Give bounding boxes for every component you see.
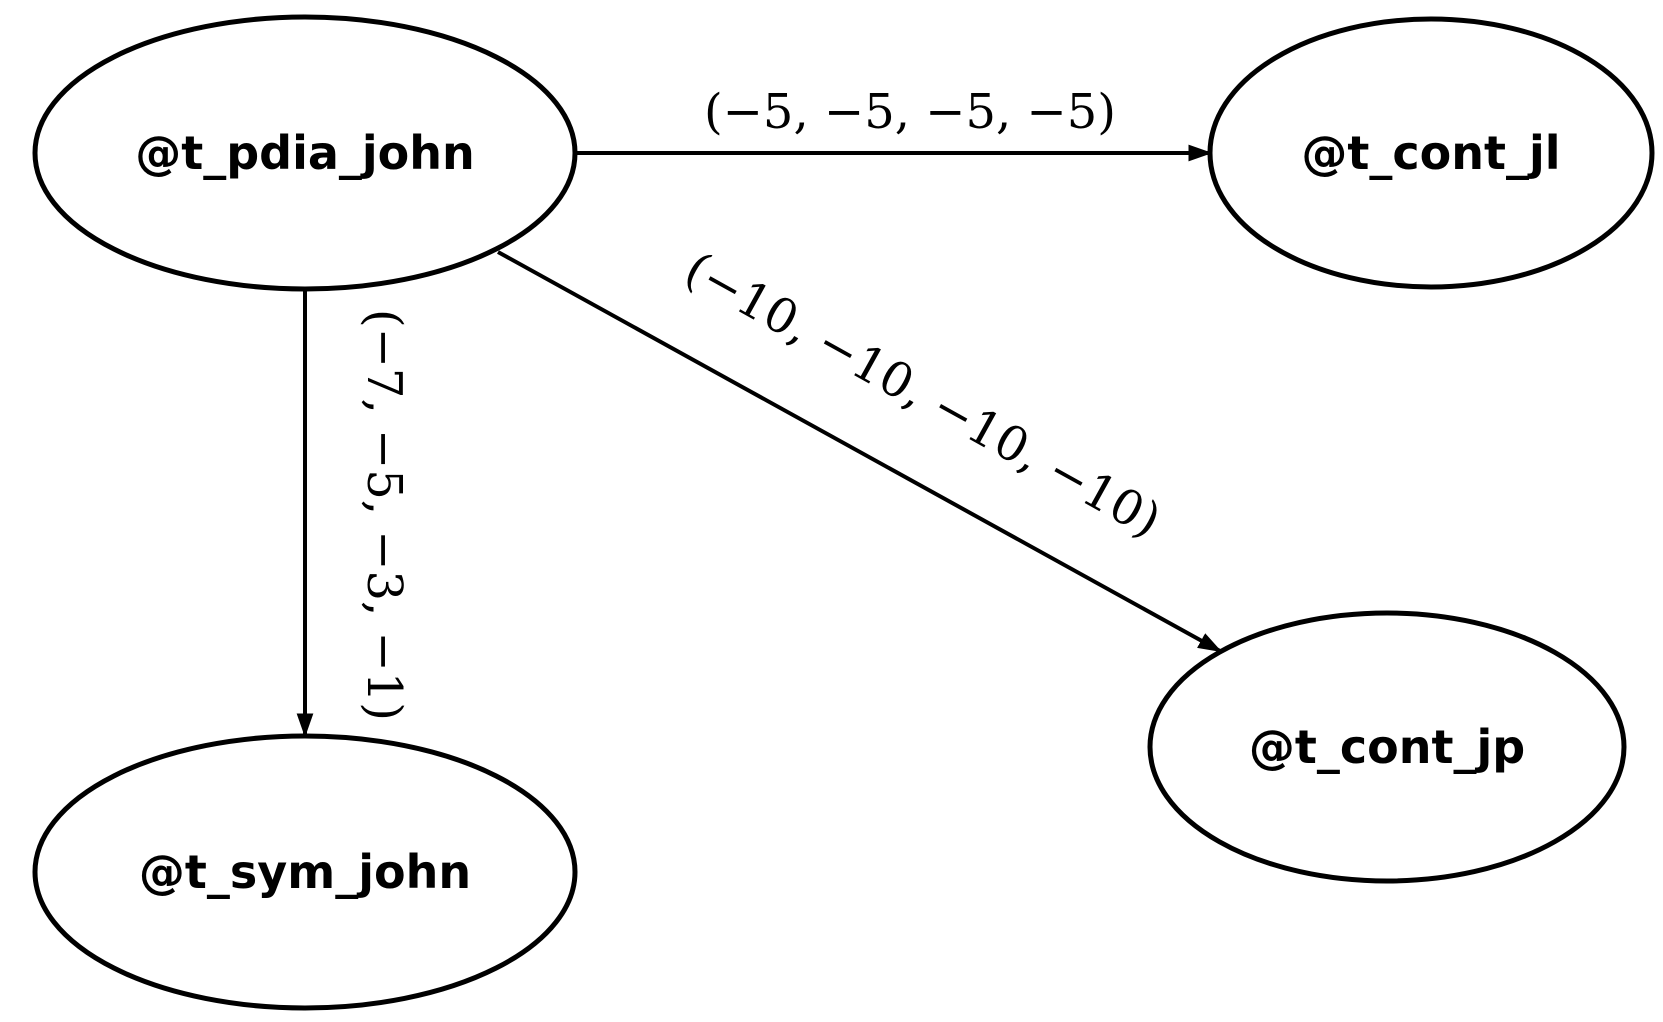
edge-pdia-to-sym-john: (−7, −5, −3, −1)	[296, 289, 412, 738]
edge-label: (−5, −5, −5, −5)	[704, 84, 1116, 140]
node-label: @t_cont_jp	[1249, 720, 1525, 774]
edge-line	[497, 250, 1223, 653]
node-ellipse	[32, 733, 578, 1011]
node-t-cont-jp[interactable]: @t_cont_jp	[1147, 610, 1627, 884]
node-t-cont-jl[interactable]: @t_cont_jl	[1207, 16, 1655, 290]
node-ellipse	[1147, 610, 1627, 884]
node-t-sym-john[interactable]: @t_sym_john	[32, 733, 578, 1011]
edge-label: (−7, −5, −3, −1)	[356, 309, 412, 721]
edge-pdia-to-cont-jp: (−10, −10, −10, −10)	[497, 241, 1223, 653]
edge-label: (−10, −10, −10, −10)	[676, 241, 1170, 549]
node-ellipse	[1207, 16, 1655, 290]
node-label: @t_sym_john	[139, 845, 471, 899]
node-label: @t_pdia_john	[135, 126, 475, 180]
node-ellipse	[32, 14, 578, 292]
edge-pdia-to-cont-jl: (−5, −5, −5, −5)	[576, 84, 1213, 162]
node-t-pdia-john[interactable]: @t_pdia_john	[32, 14, 578, 292]
node-label: @t_cont_jl	[1301, 126, 1560, 180]
